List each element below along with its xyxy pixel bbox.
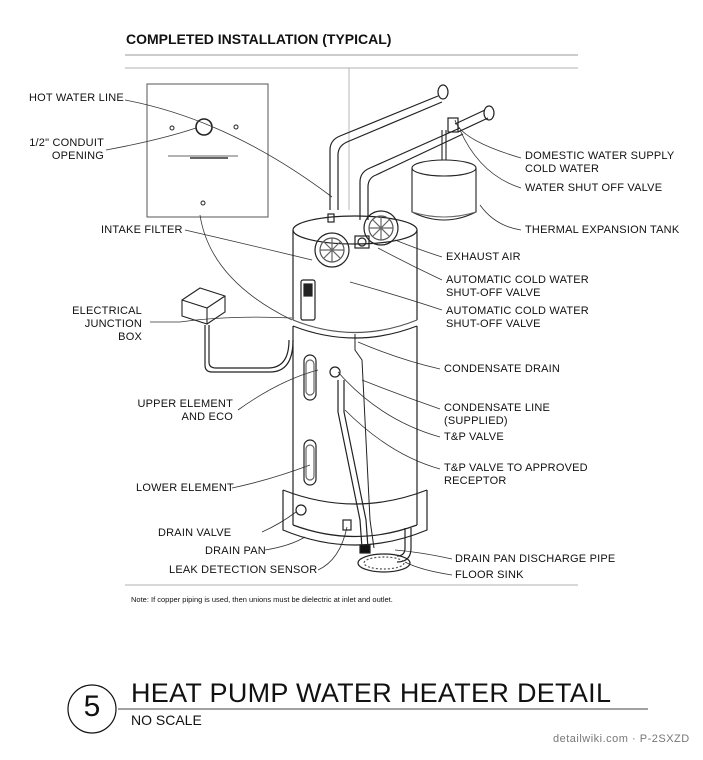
label-hot-water-line: HOT WATER LINE <box>29 92 124 104</box>
shut-off-valve-body <box>447 117 459 133</box>
tp-valve-body <box>329 366 341 378</box>
label-upper-element: UPPER ELEMENT AND ECO <box>137 398 233 423</box>
label-tp-valve-receptor: T&P VALVE TO APPROVED RECEPTOR <box>444 462 588 487</box>
wall-panel <box>146 83 269 218</box>
page-title: COMPLETED INSTALLATION (TYPICAL) <box>126 31 392 47</box>
drain-valve-body <box>295 504 307 516</box>
label-condensate-drain: CONDENSATE DRAIN <box>444 363 561 375</box>
label-water-shut-off-valve: WATER SHUT OFF VALVE <box>525 182 663 194</box>
tp-outlet-tip <box>359 544 371 554</box>
watermark: detailwiki.com · P-2SXZD <box>553 733 690 745</box>
label-leak-detection-sensor: LEAK DETECTION SENSOR <box>169 564 318 576</box>
drain-pan-shape <box>282 490 428 546</box>
piping <box>329 84 495 220</box>
label-conduit-opening: 1/2" CONDUIT OPENING <box>29 137 104 162</box>
hot-outlet <box>327 213 335 223</box>
label-auto-cold-water-1: AUTOMATIC COLD WATER SHUT-OFF VALVE <box>446 274 589 299</box>
leak-sensor-body <box>342 519 352 531</box>
label-drain-valve: DRAIN VALVE <box>158 527 232 539</box>
water-heater-tank <box>282 210 428 573</box>
label-intake-filter: INTAKE FILTER <box>101 224 183 236</box>
cold-inlet-valve <box>354 235 370 249</box>
control-panel <box>300 279 316 321</box>
label-drain-pan-discharge: DRAIN PAN DISCHARGE PIPE <box>455 553 616 565</box>
label-tp-valve: T&P VALVE <box>444 431 504 443</box>
hot-water-fitting <box>437 84 449 100</box>
leader-lines <box>105 99 522 576</box>
label-lower-element: LOWER ELEMENT <box>136 482 234 494</box>
intake-fan <box>314 232 350 268</box>
upper-element-cover <box>303 354 317 401</box>
label-auto-cold-water-2: AUTOMATIC COLD WATER SHUT-OFF VALVE <box>446 305 589 330</box>
label-domestic-water-supply: DOMESTIC WATER SUPPLY COLD WATER <box>525 150 675 175</box>
lower-element-cover <box>303 439 317 486</box>
label-floor-sink: FLOOR SINK <box>455 569 524 581</box>
junction-box-shape <box>181 287 294 373</box>
floor-sink-body <box>357 553 411 573</box>
label-condensate-line: CONDENSATE LINE (SUPPLIED) <box>444 402 551 427</box>
detail-number: 5 <box>83 690 101 723</box>
label-thermal-expansion-tank: THERMAL EXPANSION TANK <box>525 224 680 236</box>
exhaust-fan <box>363 210 399 246</box>
label-exhaust-air: EXHAUST AIR <box>446 251 521 263</box>
detail-title: HEAT PUMP WATER HEATER DETAIL <box>131 678 612 708</box>
label-drain-pan: DRAIN PAN <box>205 545 266 557</box>
cold-water-fitting <box>483 105 495 121</box>
detail-scale: NO SCALE <box>131 712 202 728</box>
thermal-expansion-tank <box>411 130 477 221</box>
installation-note: Note: If copper piping is used, then uni… <box>131 595 393 604</box>
label-electrical-junction-box: ELECTRICAL JUNCTION BOX <box>72 305 142 343</box>
detail-number-circle <box>67 684 117 734</box>
